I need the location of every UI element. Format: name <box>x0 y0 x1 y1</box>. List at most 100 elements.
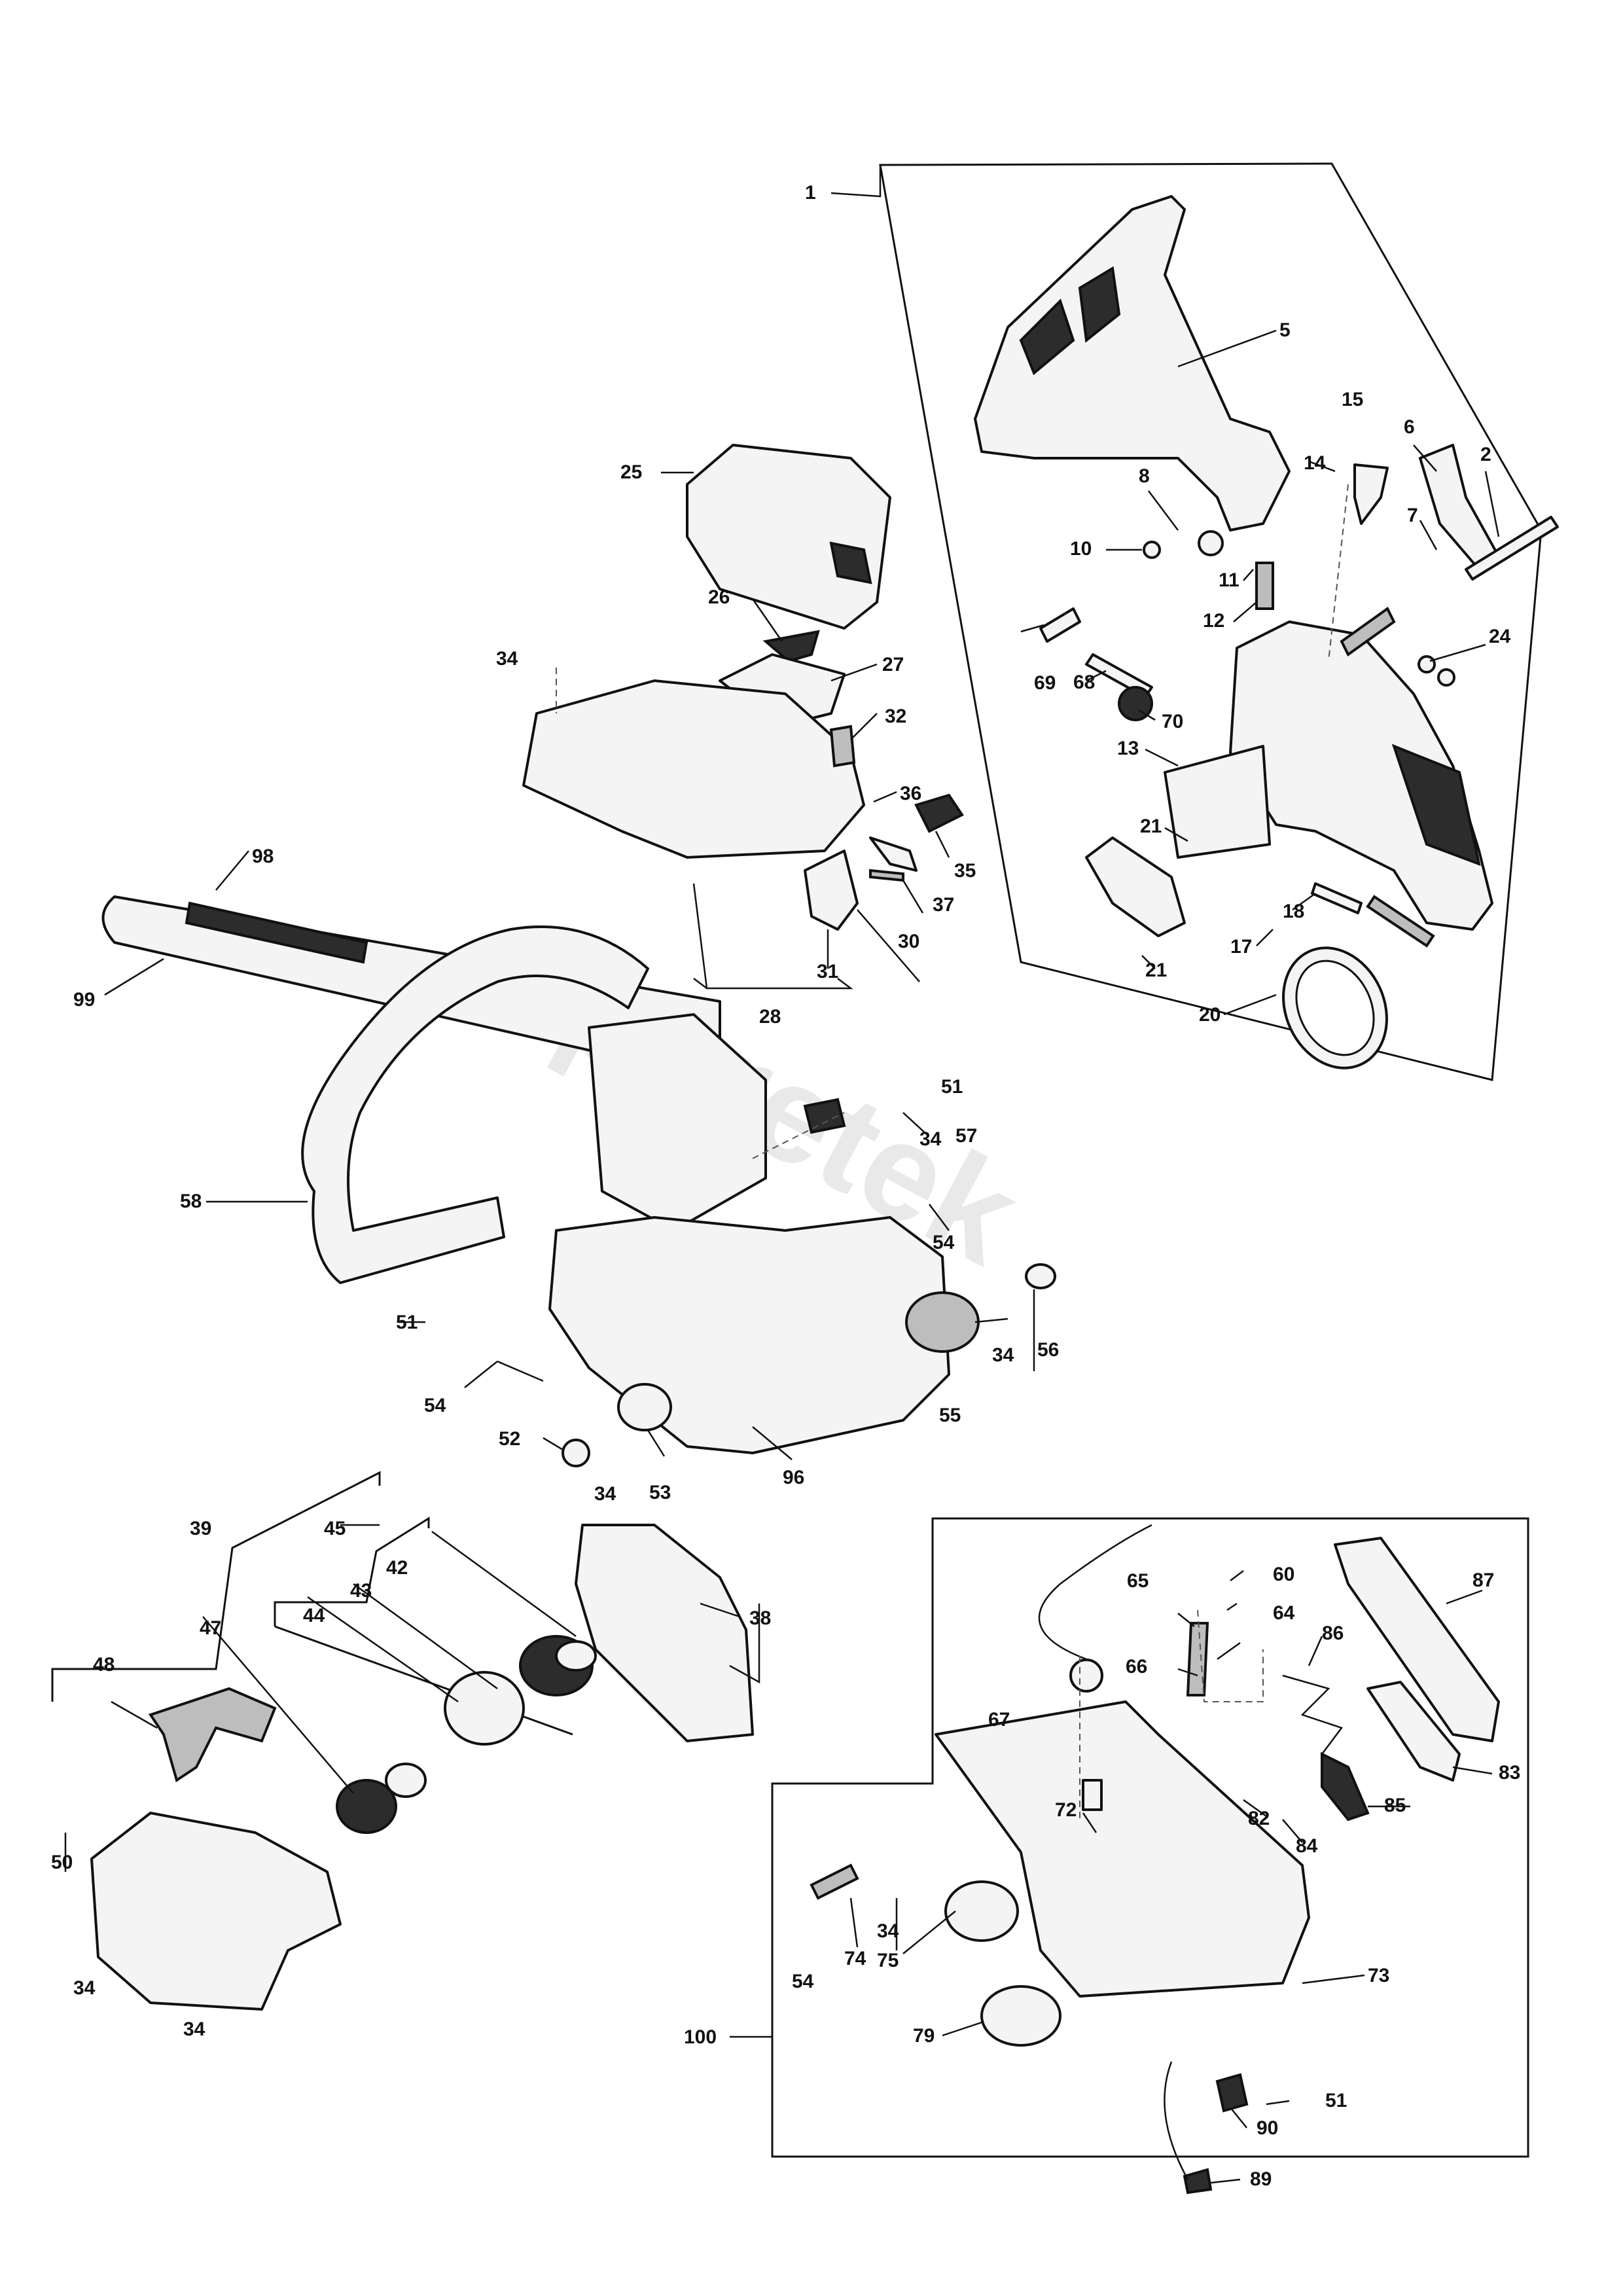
callout-1: 1 <box>805 182 816 204</box>
assembly-line-1 <box>1328 484 1349 662</box>
callout-100: 100 <box>684 2026 717 2048</box>
assembly-line-3 <box>752 1112 845 1159</box>
callout-68: 68 <box>1073 672 1095 693</box>
callout-85: 85 <box>1384 1795 1406 1816</box>
callout-27: 27 <box>882 654 904 675</box>
callout-28: 28 <box>759 1006 781 1028</box>
latch-15 <box>1353 463 1389 525</box>
callout-54a: 54 <box>933 1232 955 1253</box>
callout-51b: 51 <box>396 1312 418 1333</box>
callout-labels: 1 5 2 6 7 8 10 11 12 13 14 15 17 18 20 2… <box>51 182 1520 2190</box>
latch-35 <box>914 793 964 833</box>
callout-7: 7 <box>1407 505 1418 526</box>
av-buffer-55 <box>905 1291 980 1353</box>
callout-84: 84 <box>1296 1835 1318 1857</box>
callout-32: 32 <box>885 706 906 727</box>
callout-17: 17 <box>1230 936 1252 958</box>
callout-89: 89 <box>1250 2168 1272 2190</box>
wire-89 <box>1164 2061 1189 2180</box>
callout-72: 72 <box>1055 1799 1077 1821</box>
front-handle-58 <box>301 925 649 1284</box>
callout-54b: 54 <box>424 1395 446 1416</box>
callout-21b: 21 <box>1145 960 1167 981</box>
callout-42: 42 <box>386 1557 408 1579</box>
callout-31: 31 <box>817 961 838 982</box>
callout-66: 66 <box>1126 1656 1147 1677</box>
nut-24a <box>1418 655 1436 673</box>
callout-73: 73 <box>1368 1965 1389 1986</box>
callout-34a: 34 <box>496 648 518 670</box>
callout-86: 86 <box>1322 1623 1344 1644</box>
callout-48: 48 <box>93 1654 115 1676</box>
brake-lever-bracket <box>1085 836 1186 937</box>
hose-66 <box>1186 1622 1209 1696</box>
plug-89 <box>1183 2168 1213 2195</box>
callout-98: 98 <box>252 846 274 867</box>
engine-cylinder <box>588 1013 767 1232</box>
callout-99: 99 <box>73 989 95 1011</box>
pin-30 <box>869 869 904 882</box>
callout-34g: 34 <box>877 1920 899 1942</box>
callout-15: 15 <box>1342 389 1363 410</box>
nut-10 <box>1143 541 1161 559</box>
hand-guard <box>974 195 1291 531</box>
callout-74: 74 <box>844 1948 866 1969</box>
callout-6: 6 <box>1404 416 1415 438</box>
callout-5: 5 <box>1279 319 1291 341</box>
throttle-85 <box>1321 1751 1370 1821</box>
callout-96: 96 <box>783 1467 804 1488</box>
brake-cover-plate <box>1164 745 1271 859</box>
callout-67: 67 <box>988 1709 1010 1731</box>
callout-18: 18 <box>1283 901 1304 922</box>
callout-50: 50 <box>51 1852 73 1873</box>
saw-chain-98 <box>185 901 368 964</box>
brake-spring-18 <box>1311 882 1363 914</box>
callout-87: 87 <box>1472 1570 1494 1591</box>
tank-group-frame <box>771 1517 1529 2158</box>
callout-44: 44 <box>303 1605 325 1626</box>
callout-13: 13 <box>1117 738 1139 759</box>
callout-58: 58 <box>180 1191 202 1212</box>
grommet-67 <box>1069 1659 1103 1693</box>
callout-65: 65 <box>1127 1570 1149 1592</box>
ring-56 <box>1025 1263 1056 1289</box>
tank-housing-73 <box>935 1700 1310 1998</box>
bracket-31 <box>804 850 859 931</box>
callout-20: 20 <box>1199 1004 1221 1026</box>
callout-47: 47 <box>200 1617 221 1639</box>
callout-38: 38 <box>749 1607 771 1629</box>
bolt-69 <box>1039 607 1081 643</box>
fuel-cap-75 <box>944 1880 1019 1942</box>
brake-band <box>1282 946 1388 1069</box>
spring-57 <box>803 1098 846 1134</box>
callout-70: 70 <box>1162 711 1183 732</box>
callout-83: 83 <box>1499 1762 1520 1784</box>
callout-64: 64 <box>1273 1602 1295 1624</box>
callout-21a: 21 <box>1140 816 1162 837</box>
sprocket-70 <box>1118 686 1153 721</box>
callout-60: 60 <box>1273 1564 1294 1585</box>
callout-14: 14 <box>1304 452 1326 474</box>
starter-inner-bracket <box>274 1516 573 1736</box>
callout-53: 53 <box>649 1482 671 1503</box>
callout-11: 11 <box>1219 569 1240 591</box>
callout-51c: 51 <box>1325 2090 1347 2111</box>
callout-37: 37 <box>933 894 954 916</box>
callout-34f: 34 <box>183 2018 205 2040</box>
handle-grip-87 <box>1334 1537 1500 1742</box>
starter-housing-38 <box>575 1524 754 1742</box>
top-cover-25 <box>686 444 891 630</box>
buffer-53 <box>617 1383 672 1431</box>
leader-lines <box>64 165 1500 2184</box>
crankcase-96 <box>548 1216 950 1454</box>
callout-34b: 34 <box>919 1128 942 1150</box>
callout-51a: 51 <box>941 1076 963 1098</box>
fan-cover <box>90 1812 342 2011</box>
callout-75: 75 <box>877 1950 899 1971</box>
pulley-44 <box>444 1671 525 1746</box>
nut-24b <box>1437 668 1455 687</box>
spring-12 <box>1255 562 1274 610</box>
callout-25: 25 <box>620 461 642 483</box>
callout-55: 55 <box>939 1405 961 1426</box>
